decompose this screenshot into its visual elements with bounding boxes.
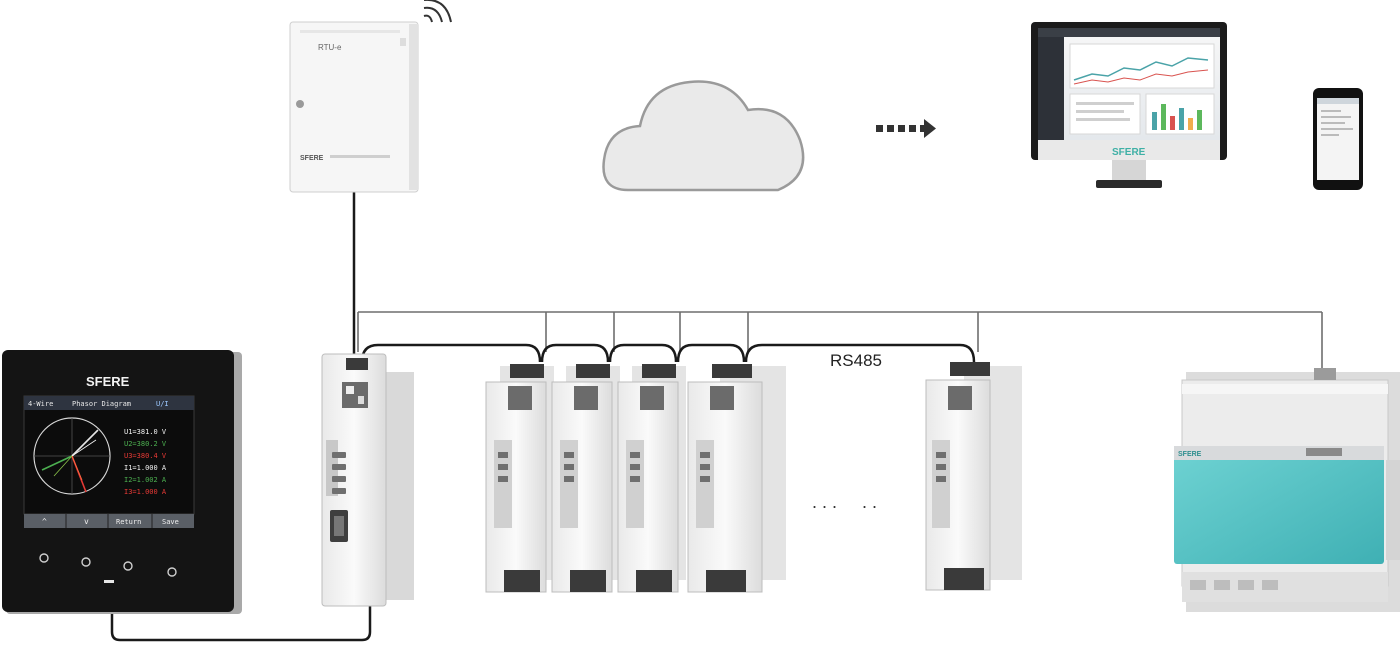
gateway-model-text: RTU-e [318,43,342,52]
qr-code-icon [342,382,368,408]
meter-link-wire [110,600,372,642]
meter-header-left: 4-Wire [28,400,53,408]
din-meter-brand-logo: SFERE [1178,451,1202,458]
din-module-3 [617,364,686,593]
ellipsis-more-modules: . . . . . [812,492,877,512]
qr-code-icon [508,386,532,410]
meter-header-mid: Phasor Diagram [72,400,131,408]
din-communication-module [321,353,414,607]
smartphone [1313,88,1363,190]
meter-button [167,567,177,577]
meter-header-right: U/I [156,400,169,408]
meter-buttons [39,553,177,577]
monitor-brand-logo: SFERE [1112,147,1146,158]
display-power-meter: SFERE 4-Wire Phasor Diagram U/I U1=381.0… [2,350,242,614]
dotted-arrow-icon [876,119,936,138]
softkey-label: ^ [42,517,47,526]
meter-brand-logo: SFERE [86,374,130,389]
desktop-monitor: SFERE [1031,22,1227,188]
monitor-dashboard-chart [1069,43,1215,135]
meter-reading: U1=381.0 V [124,428,167,436]
rs485-label: RS485 [830,351,882,370]
meter-reading: I1=1.000 A [124,464,167,472]
meter-button [81,557,91,567]
gateway-brand-text: SFERE [300,155,324,162]
phasor-diagram [33,417,111,495]
din-module-1 [485,364,554,593]
qr-code-icon [574,386,598,410]
iot-gateway-box: RTU-e SFERE [289,21,419,193]
meter-reading: U2=380.2 V [124,440,167,448]
din-module-last [925,362,1022,591]
qr-code-icon [710,386,734,410]
din-module-2 [551,364,620,593]
cloud-icon [602,80,805,192]
qr-code-icon [948,386,972,410]
rs485-bus-wire [360,343,976,363]
meter-reading: I3=1.000 A [124,488,167,496]
gateway-lock-icon [296,100,304,108]
softkey-label: Save [162,518,179,526]
qr-code-icon [640,386,664,410]
meter-reading: I2=1.002 A [124,476,167,484]
meter-readings: U1=381.0 V U2=380.2 V U3=380.4 V I1=1.00… [124,428,167,496]
softkey-label: v [84,517,89,526]
wifi-icon [423,0,452,23]
meter-button [39,553,49,563]
meter-button [123,561,133,571]
softkey-label: Return [116,518,141,526]
meter-reading: U3=380.4 V [124,452,167,460]
meter-softkey-bar: ^ v Return Save [24,514,194,528]
thin-bus-wire [357,311,1323,372]
din-module-4 [687,364,786,593]
din-energy-meter: SFERE [1174,368,1400,612]
